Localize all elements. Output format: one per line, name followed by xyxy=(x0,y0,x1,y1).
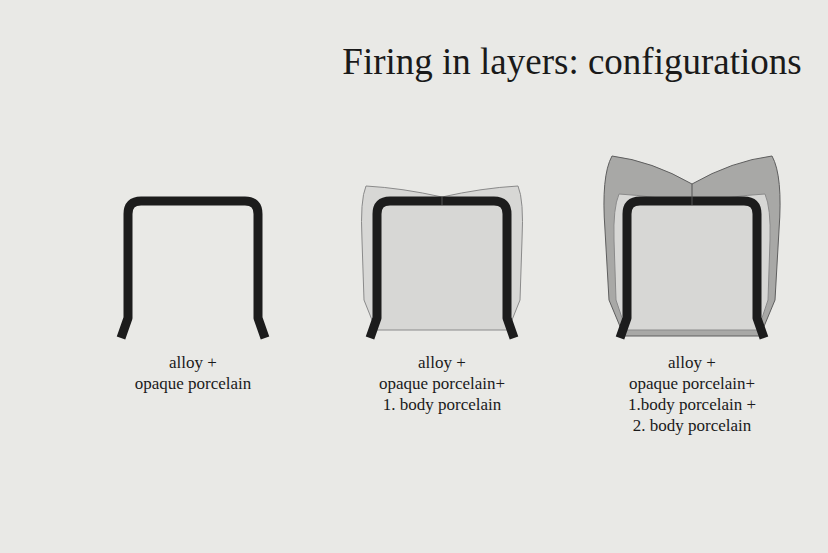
division-line xyxy=(692,184,693,205)
body-porcelain-layer xyxy=(614,194,770,330)
caption-label: alloy + opaque porcelain+ 1.body porcela… xyxy=(628,352,756,436)
alloy-coping xyxy=(370,201,514,338)
crown-body-one xyxy=(362,186,523,338)
diagram-title: Firing in layers: configurations xyxy=(342,40,801,83)
alloy-coping xyxy=(620,201,764,338)
alloy-coping xyxy=(121,201,265,338)
crown-alloy-opaque xyxy=(121,201,265,338)
body-porcelain-layer xyxy=(362,186,523,330)
division-line xyxy=(442,197,443,205)
crown-body-two xyxy=(604,156,780,338)
caption-label: alloy + opaque porcelain+ 1. body porcel… xyxy=(379,352,505,415)
caption-label: alloy + opaque porcelain xyxy=(135,352,252,394)
